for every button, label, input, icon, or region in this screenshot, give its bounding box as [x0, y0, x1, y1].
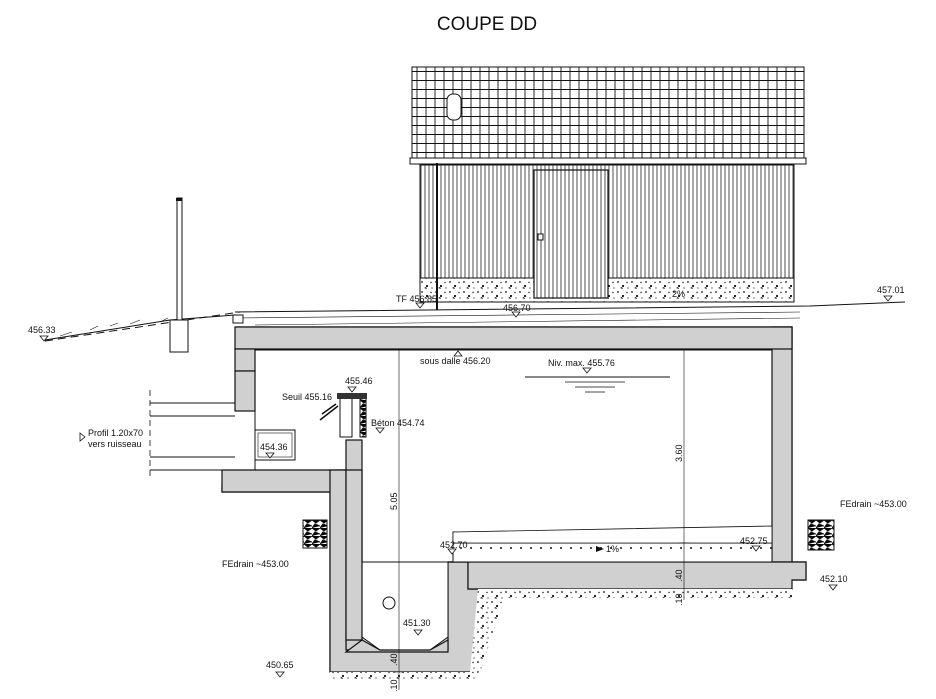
roof [411, 66, 805, 162]
dim-base-slab: .40 [389, 653, 399, 666]
level-sous-dalle: sous dalle 456.20 [420, 356, 491, 366]
level-inlet: 454.36 [260, 442, 288, 452]
level-floor-right: 452.75 [740, 536, 768, 546]
level-markers [39, 295, 893, 678]
drain-right [807, 519, 835, 551]
house [409, 66, 807, 310]
level-floor-left: 452.70 [440, 540, 468, 550]
level-tf: TF 456.85 [396, 294, 437, 304]
level-terrain-left: 456.33 [28, 325, 56, 335]
level-sump: 451.30 [403, 618, 431, 628]
dim-height-inner: 3.60 [674, 444, 684, 462]
curb [232, 314, 244, 324]
drawing-title: COUPE DD [437, 14, 537, 35]
door [533, 169, 609, 299]
level-road: 456.70 [503, 303, 531, 313]
dim-height-total: 5.05 [389, 492, 399, 510]
dim-base-sub: .10 [389, 679, 399, 692]
fedrain-left-label: FEdrain ~453.00 [222, 559, 289, 569]
dim-sub: .10 [674, 593, 684, 606]
slope-floor: 1% [606, 544, 619, 554]
dim-slab: .40 [674, 569, 684, 582]
sump-pump-icon [382, 596, 396, 610]
tank-structure [149, 326, 807, 680]
fedrain-right-label: FEdrain ~453.00 [840, 499, 907, 509]
level-top-wall: 455.46 [345, 376, 373, 386]
level-right-ground: 452.10 [820, 574, 848, 584]
dimension-lines [394, 349, 689, 690]
level-beton: Béton 454.74 [371, 418, 425, 428]
drain-left [302, 519, 328, 549]
slope-roof: 2% [672, 289, 685, 299]
labels: 456.33 TF 456.85 456.70 457.01 2% sous d… [28, 285, 907, 692]
post-footing [169, 319, 189, 353]
profil-label-2: vers ruisseau [88, 439, 142, 449]
profil-label-1: Profil 1.20x70 [88, 428, 143, 438]
level-seuil: Seuil 455.16 [282, 392, 332, 402]
chimney [446, 93, 462, 121]
level-niv-max: Niv. max. 455.76 [548, 358, 615, 368]
post [176, 197, 183, 321]
roof-edge [409, 157, 807, 165]
level-terrain-right: 457.01 [877, 285, 905, 295]
ground [44, 197, 906, 353]
level-bottom: 450.65 [266, 660, 294, 670]
door-handle [537, 233, 544, 241]
